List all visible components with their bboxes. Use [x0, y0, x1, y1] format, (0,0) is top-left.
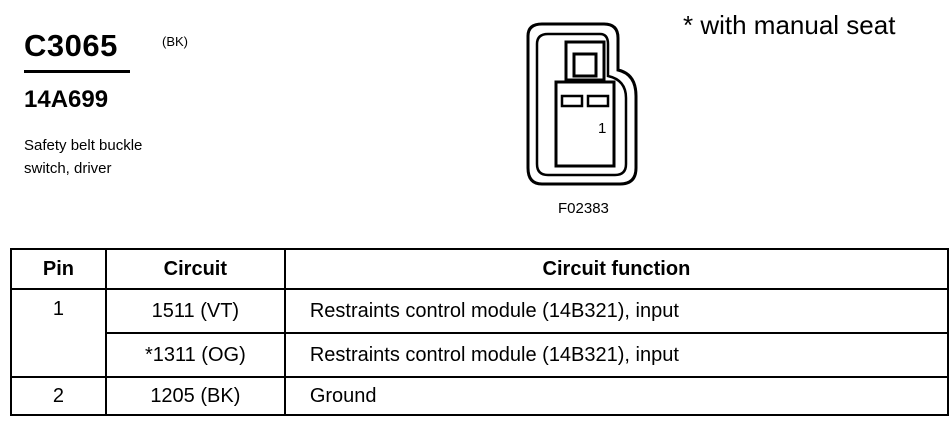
connector-latch-tab	[572, 52, 598, 78]
pin-table: Pin Circuit Circuit function 1 1511 (VT)…	[10, 248, 949, 416]
table-row: 1 1511 (VT) Restraints control module (1…	[10, 288, 949, 378]
pin-cell: 1	[10, 288, 107, 378]
header-circuit: Circuit	[104, 248, 286, 290]
table-row: 2 1205 (BK) Ground	[10, 376, 949, 416]
terminal-cavity-2	[560, 94, 584, 108]
function-cell: Ground	[283, 376, 949, 416]
circuit-cell: 1511 (VT)	[104, 288, 286, 334]
connector-face-diagram: 1	[526, 22, 638, 186]
component-description-line2: switch, driver	[24, 160, 112, 177]
header-circuit-function: Circuit function	[283, 248, 949, 290]
figure-id: F02383	[558, 200, 609, 217]
circuit-cell: 1205 (BK)	[104, 376, 286, 416]
pin-cell: 2	[10, 376, 107, 416]
function-cell: Restraints control module (14B321), inpu…	[283, 288, 949, 334]
part-number: 14A699	[24, 86, 109, 113]
connector-color-code: (BK)	[162, 34, 188, 49]
connector-inner-housing	[535, 32, 628, 177]
pin-1-label: 1	[598, 120, 606, 137]
connector-terminal-body	[554, 80, 616, 168]
connector-latch	[564, 40, 606, 82]
table-header-row: Pin Circuit Circuit function	[10, 248, 949, 290]
connector-id-underline	[24, 70, 130, 73]
header-pin: Pin	[10, 248, 107, 290]
manual-seat-note: * with manual seat	[683, 10, 896, 40]
terminal-cavity-1	[586, 94, 610, 108]
circuit-cell: *1311 (OG)	[104, 332, 286, 378]
connector-id: C3065	[24, 28, 118, 63]
function-cell: Restraints control module (14B321), inpu…	[283, 332, 949, 378]
component-description-line1: Safety belt buckle	[24, 137, 143, 154]
table-row: *1311 (OG) Restraints control module (14…	[11, 332, 949, 378]
connector-outer-housing	[526, 22, 638, 186]
